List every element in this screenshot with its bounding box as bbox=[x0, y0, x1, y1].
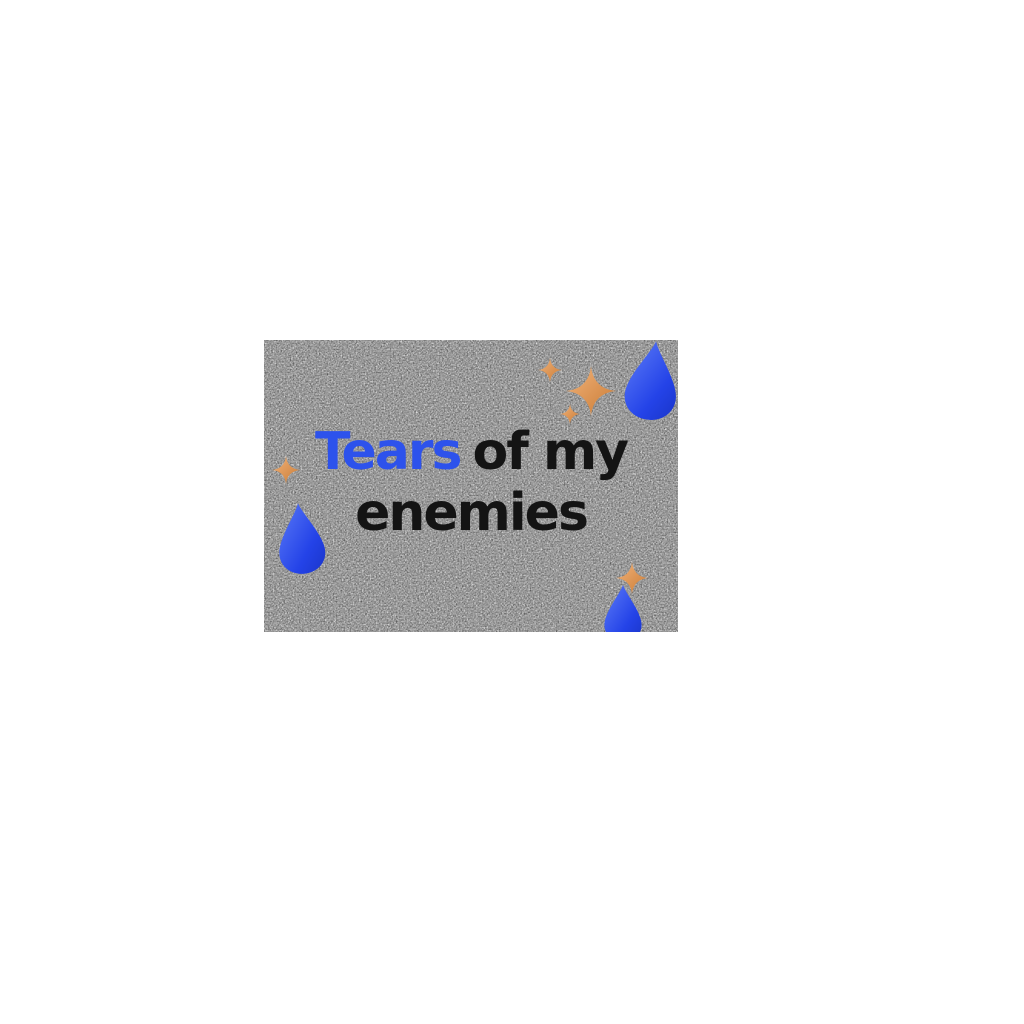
sparkle-icon bbox=[538, 358, 562, 382]
title-word-tears: Tears bbox=[314, 422, 463, 482]
teardrop-icon bbox=[279, 503, 326, 574]
sparkle-icon bbox=[560, 404, 580, 424]
sparkle-icon bbox=[616, 562, 648, 594]
title-line-2: enemies bbox=[355, 483, 589, 544]
sparkle-icon bbox=[272, 456, 300, 484]
teardrop-icon bbox=[624, 341, 676, 420]
title-words-of-my: of my bbox=[472, 422, 630, 482]
sparkle-icon bbox=[566, 366, 616, 416]
teardrop-icon bbox=[604, 584, 642, 632]
transparency-noise-background bbox=[264, 340, 678, 632]
